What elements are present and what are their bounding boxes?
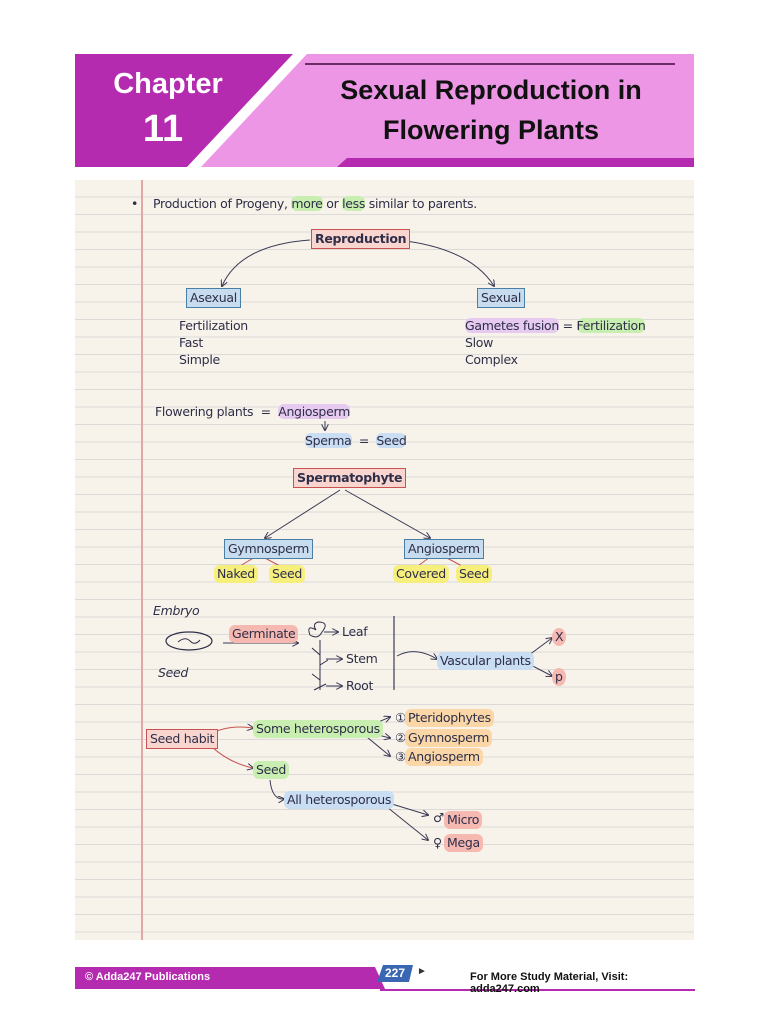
asexual-box: Asexual: [186, 288, 241, 308]
p-label: p: [552, 668, 566, 686]
asexual-prop-3: Simple: [176, 351, 223, 369]
root-label: Root: [343, 677, 376, 695]
reproduction-box: Reproduction: [311, 229, 410, 249]
highlight-more: more: [291, 196, 322, 211]
angio-seed-label: Seed: [456, 565, 492, 583]
naked-label: Naked: [214, 565, 258, 583]
copyright-text: © Adda247 Publications: [85, 971, 210, 983]
asexual-prop-1: Fertilization: [176, 317, 251, 335]
seed-highlight: Seed: [376, 433, 406, 448]
page-number-badge: 227: [377, 965, 413, 982]
intro-line: Production of Progeny, more or less simi…: [150, 195, 480, 213]
sexual-prop-3: Complex: [462, 351, 521, 369]
gymno-seed-label: Seed: [269, 565, 305, 583]
sperma-eq: =: [359, 433, 369, 448]
intro-or: or: [326, 196, 338, 211]
asexual-prop-2: Fast: [176, 334, 206, 352]
flowering-plants-line: Flowering plants = Angiosperm: [152, 403, 353, 421]
page-footer: © Adda247 Publications 227 ► For More St…: [75, 963, 695, 993]
sexual-eq: =: [563, 318, 573, 333]
seed-habit-box: Seed habit: [146, 729, 218, 749]
mega-label: Mega: [444, 834, 483, 852]
arrow-to-angiosperm: [345, 490, 430, 538]
flowering-eq: =: [261, 404, 271, 419]
gametes-fusion: Gametes fusion: [465, 318, 559, 333]
sexual-prop-2: Slow: [462, 334, 496, 352]
seed-branch-label: Seed: [253, 761, 289, 779]
arrow-to-gymnosperm: [265, 490, 340, 538]
arrow-to-asexual: [222, 240, 310, 286]
covered-label: Covered: [393, 565, 449, 583]
sexual-prop-1: Gametes fusion = Fertilization: [462, 317, 648, 335]
gymnosperm-box: Gymnosperm: [224, 539, 313, 559]
female-icon: ♀: [430, 834, 445, 852]
all-heterosporous-label: All heterosporous: [284, 791, 394, 809]
micro-label: Micro: [444, 811, 482, 829]
spermatophyte-box: Spermatophyte: [293, 468, 406, 488]
sperma-highlight: Sperma: [305, 433, 352, 448]
intro-text-a: Production of Progeny,: [153, 196, 288, 211]
germinate-label: Germinate: [229, 625, 298, 643]
pteridophytes-label: Pteridophytes: [405, 709, 494, 727]
arrow-seed-all: [270, 780, 284, 799]
angiosperm-list-label: Angiosperm: [405, 748, 483, 766]
arrow-icon: ►: [417, 966, 427, 977]
leaf-label: Leaf: [339, 623, 370, 641]
sperma-line: Sperma = Seed: [302, 432, 409, 450]
angiosperm-highlight: Angiosperm: [278, 404, 350, 419]
study-material-link[interactable]: For More Study Material, Visit: adda247.…: [470, 971, 695, 995]
vascular-plants-label: Vascular plants: [437, 652, 534, 670]
arrow-to-sexual: [398, 240, 494, 286]
angiosperm-box: Angiosperm: [404, 539, 484, 559]
flowering-plants: Flowering plants: [155, 404, 253, 419]
fertilization-highlight: Fertilization: [577, 318, 646, 333]
sexual-box: Sexual: [477, 288, 525, 308]
gymnosperm-list-label: Gymnosperm: [405, 729, 492, 747]
seed-drawing-label: Seed: [155, 664, 191, 682]
seed-drawing: [166, 632, 212, 650]
bullet-dot: •: [128, 195, 141, 213]
intro-text-b: similar to parents.: [369, 196, 477, 211]
stem-label: Stem: [343, 650, 381, 668]
highlight-less: less: [342, 196, 365, 211]
embryo-label: Embryo: [150, 602, 202, 620]
some-heterosporous-label: Some heterosporous: [253, 720, 383, 738]
